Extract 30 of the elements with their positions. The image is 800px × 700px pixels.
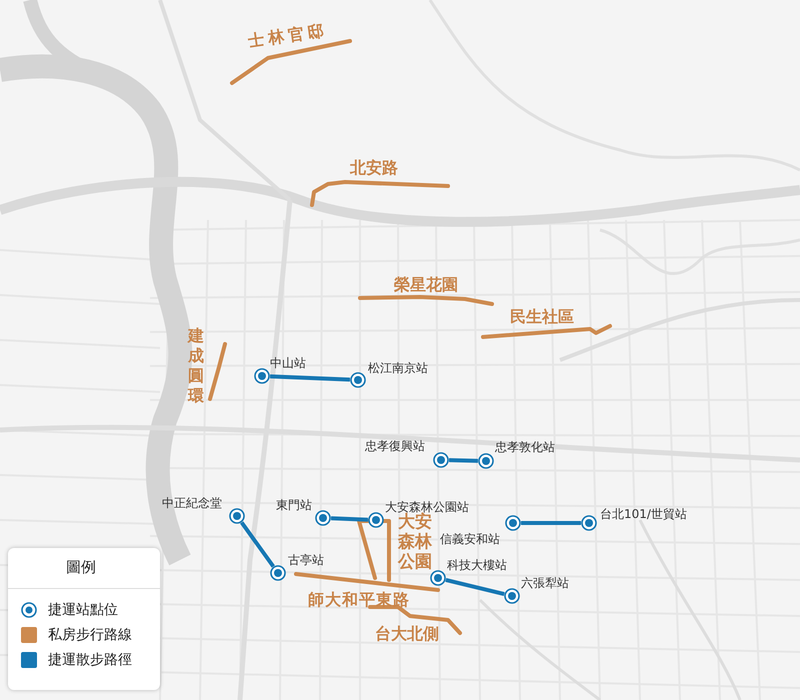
station-label: 古亭站 bbox=[288, 553, 324, 567]
route-name: 台大北側 bbox=[375, 624, 439, 643]
legend-label: 捷運站點位 bbox=[48, 601, 118, 620]
walking-path bbox=[240, 521, 275, 568]
station-label: 台北101/世貿站 bbox=[600, 507, 687, 521]
legend-title: 圖例 bbox=[66, 558, 96, 577]
walking-path bbox=[448, 458, 478, 463]
route-name: 北安路 bbox=[350, 158, 398, 177]
station-label: 信義安和站 bbox=[440, 532, 500, 546]
station-label: 忠孝復興站 bbox=[365, 439, 425, 453]
walking-path bbox=[445, 578, 505, 596]
station-label: 中正紀念堂 bbox=[162, 496, 222, 510]
route-name: 建成圓環 bbox=[188, 326, 205, 406]
route-name: 民生社區 bbox=[510, 307, 574, 326]
route-name: 榮星花園 bbox=[394, 275, 458, 294]
legend-label: 捷運散步路徑 bbox=[48, 651, 132, 670]
station-label: 大安森林公園站 bbox=[385, 500, 469, 514]
station-label: 六張犁站 bbox=[521, 576, 569, 590]
walking-path bbox=[270, 374, 350, 382]
route-name: 士林官邸 bbox=[247, 20, 329, 50]
station-label: 東門站 bbox=[276, 498, 312, 512]
route-name: 大安森林公園 bbox=[398, 512, 432, 572]
route-name: 師大和平東路 bbox=[308, 590, 410, 609]
station-label: 松江南京站 bbox=[368, 361, 428, 375]
station-label: 忠孝敦化站 bbox=[495, 440, 555, 454]
walking-path bbox=[330, 516, 368, 522]
legend-label: 私房步行路線 bbox=[48, 626, 132, 645]
station-label: 科技大樓站 bbox=[447, 558, 507, 572]
walking-path bbox=[521, 521, 581, 525]
station-label: 中山站 bbox=[270, 356, 306, 370]
